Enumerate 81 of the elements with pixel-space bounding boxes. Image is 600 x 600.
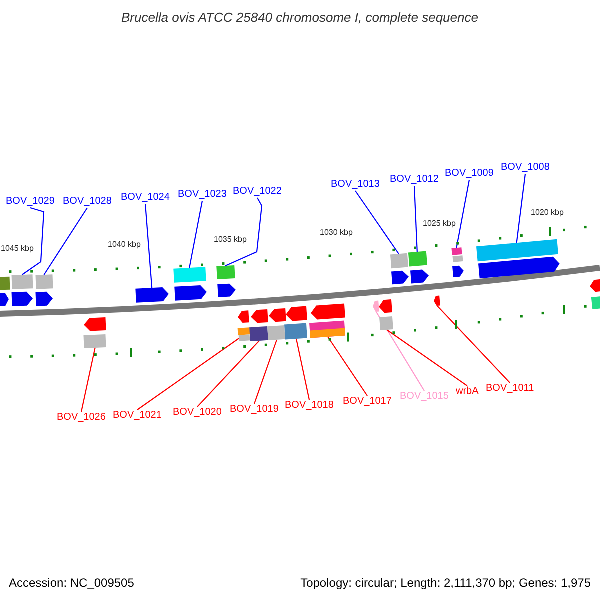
gene-feature [84,318,106,332]
gene-feature [390,253,409,269]
gene-label: BOV_1019 [230,404,279,416]
leader-line [144,204,153,288]
gene-feature [251,309,268,324]
gene-label: BOV_1017 [343,396,392,408]
gene-feature [36,292,53,306]
leader-line [328,336,368,396]
gene-label: BOV_1026 [57,412,106,424]
gene-feature [591,296,600,310]
leader-line [44,208,88,276]
gene-feature [269,308,286,322]
gene-feature [216,265,236,280]
gene-label: BOV_1008 [501,162,550,174]
leader-line [197,340,260,408]
gene-feature [174,285,207,301]
gene-label: BOV_1011 [486,383,534,395]
leader-line [355,190,400,254]
gene-label: BOV_1012 [390,174,439,186]
gene-feature [310,320,346,338]
gene-feature [408,251,428,267]
leader-line [437,306,510,384]
gene-label: BOV_1018 [285,400,334,412]
gene-feature [434,296,440,306]
scale-label: 1045 kbp [1,244,34,253]
gene-label: BOV_1021 [113,410,162,422]
gene-label: BOV_1015 [400,391,449,403]
leader-line [22,207,45,276]
gene-label: BOV_1020 [173,407,222,419]
gene-feature [286,306,308,322]
gene-feature [452,256,464,262]
gene-label: wrbA [456,386,479,398]
gene-feature [478,256,560,279]
scale-label: 1040 kbp [108,240,141,249]
gene-feature [238,334,250,342]
leader-line [225,198,263,266]
scale-label: 1030 kbp [320,228,353,237]
gene-feature [452,266,464,278]
leader-line [516,174,526,244]
gene-feature [238,310,250,324]
footer-text: Topology: circular; Length: 2,111,370 bp; Genes: 1,975 [300,576,591,590]
leader-line [456,180,470,248]
gene-feature [452,248,462,256]
gene-label: BOV_1022 [233,186,282,198]
gene-feature [12,274,34,290]
leader-line [189,200,204,268]
gene-label: BOV_1029 [6,196,55,208]
gene-feature [311,304,346,320]
gene-feature [84,334,106,348]
gene-label: BOV_1013 [331,179,380,191]
gene-label: BOV_1028 [63,196,112,208]
gene-feature [590,279,600,292]
gene-feature [392,270,409,285]
gene-feature [380,316,394,330]
leader-line [80,348,96,412]
gene-feature [379,300,392,314]
gene-feature [136,287,169,303]
gene-label: BOV_1024 [121,192,170,204]
map-title: Brucella ovis ATCC 25840 chromosome I, complete sequence [120,10,480,26]
gene-feature [12,292,33,306]
gene-feature [0,292,9,306]
gene-feature [410,270,429,284]
gene-feature [284,323,308,340]
gene-feature [238,328,250,336]
gene-feature [36,274,54,290]
scale-label: 1025 kbp [423,219,456,228]
gene-feature [218,284,236,298]
gene-feature [250,326,268,342]
footer-text: Accession: NC_009505 [9,576,134,590]
scale-label: 1020 kbp [531,208,564,217]
gene-label: BOV_1009 [445,168,494,180]
leader-line [296,338,310,400]
leader-line [254,340,278,404]
gene-feature [174,267,206,283]
gene-label: BOV_1023 [178,189,227,201]
leader-line [376,312,425,392]
gene-feature [476,239,558,262]
leader-line [414,186,418,252]
gene-feature [268,325,286,341]
leader-line [386,330,468,386]
scale-label: 1035 kbp [214,235,247,244]
